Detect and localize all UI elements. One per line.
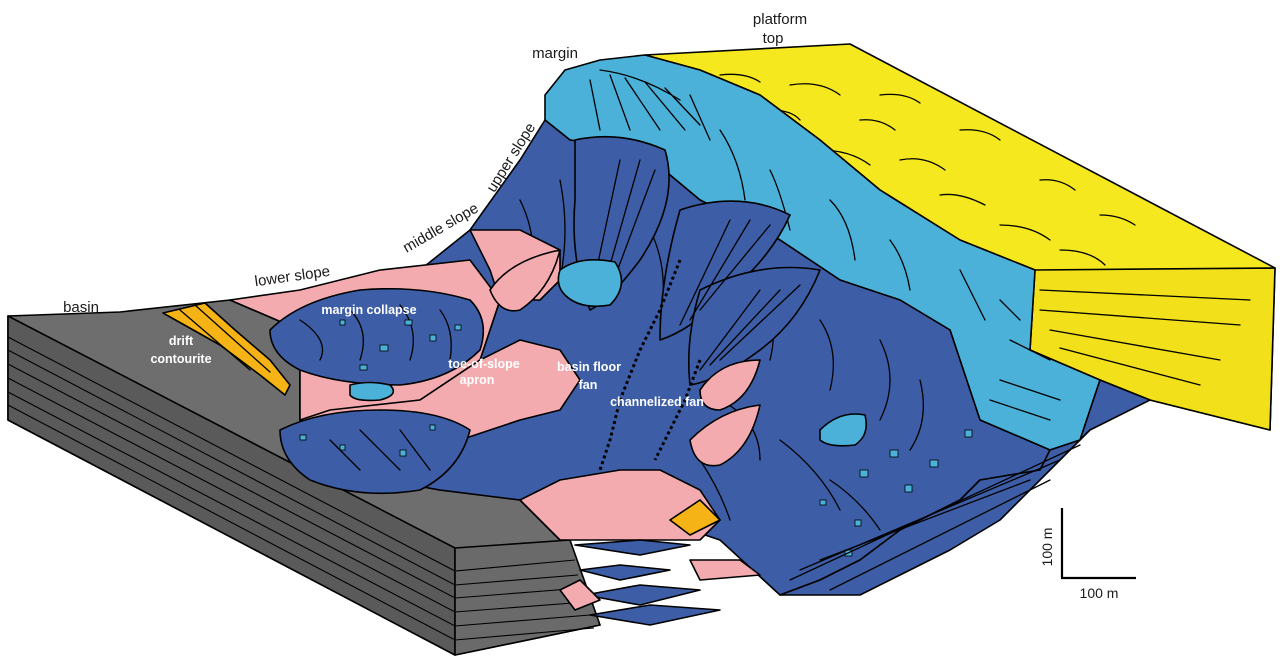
label-toe-of-slope-1: toe-of-slope bbox=[448, 357, 520, 371]
label-drift-2: contourite bbox=[150, 352, 211, 366]
label-platform-top-1: platform bbox=[753, 11, 807, 28]
scale-bar-lines bbox=[1062, 508, 1136, 578]
label-toe-of-slope-2: apron bbox=[460, 373, 495, 387]
label-channelized-fan: channelized fan bbox=[610, 395, 704, 409]
lone-olistolith bbox=[350, 383, 393, 401]
label-basin-floor-1: basin floor bbox=[557, 360, 621, 374]
label-drift-1: drift bbox=[169, 334, 194, 348]
label-basin-floor-2: fan bbox=[579, 378, 598, 392]
label-margin-collapse: margin collapse bbox=[321, 303, 416, 317]
label-margin: margin bbox=[532, 45, 578, 62]
scale-bar-vertical-label: 100 m bbox=[1039, 528, 1055, 567]
scale-bar-horizontal-label: 100 m bbox=[1080, 585, 1119, 601]
label-basin: basin bbox=[63, 299, 99, 316]
label-platform-top-2: top bbox=[763, 30, 784, 47]
scale-bar: 100 m 100 m bbox=[1039, 508, 1136, 601]
